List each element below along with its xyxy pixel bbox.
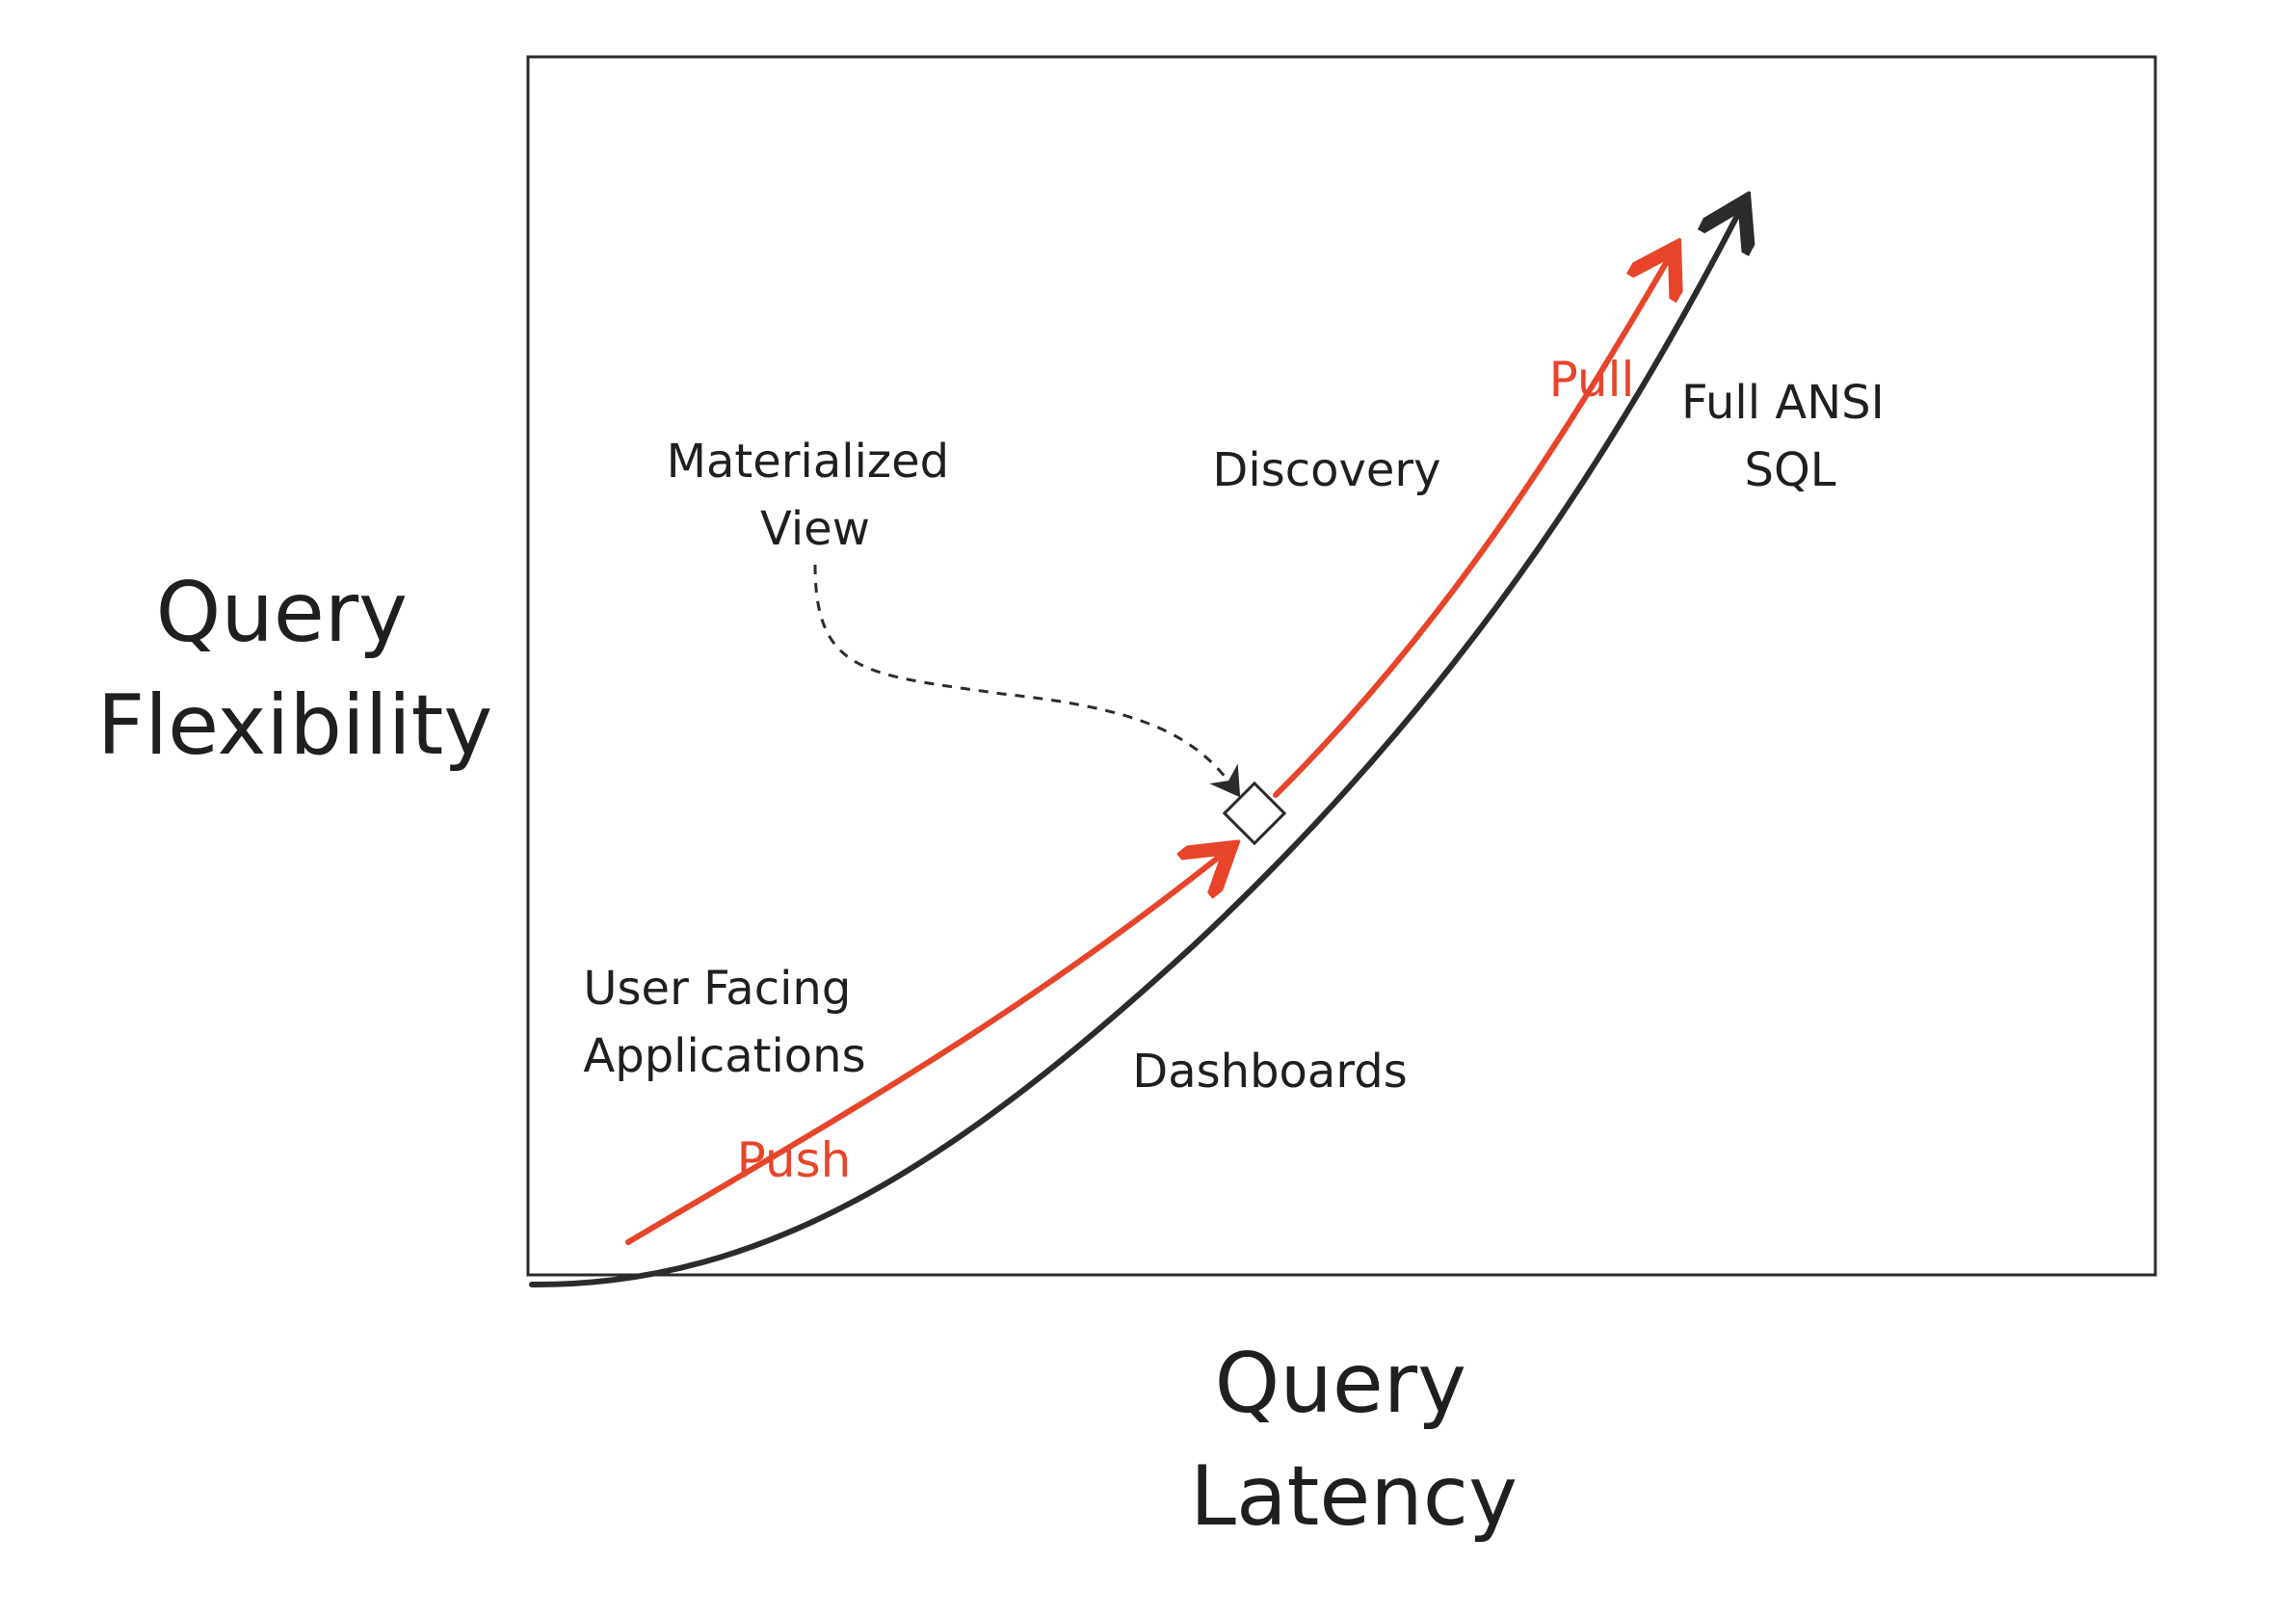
full-ansi-sql-label-line-2: SQL (1745, 443, 1836, 497)
full-ansi-sql-label-line-1: Full ANSI (1681, 376, 1885, 430)
user-facing-label-line-1: User Facing (583, 962, 851, 1016)
dashboards-label: Dashboards (1132, 1045, 1407, 1099)
y-axis-title-line-1: Query (156, 565, 408, 661)
x-axis-title-line-1: Query (1215, 1336, 1466, 1432)
materialized-view-label-line-2: View (760, 502, 870, 556)
user-facing-label-line-2: Applications (583, 1029, 865, 1083)
materialized-view-diamond (1222, 781, 1287, 846)
y-axis-title: Query Flexibility (97, 565, 492, 774)
discovery-label: Discovery (1212, 443, 1440, 497)
pull-arrow (1273, 258, 1669, 798)
materialized-view-label: Materialized View (667, 435, 964, 556)
plot-frame (526, 55, 2157, 1277)
materialized-view-label-line-1: Materialized (667, 435, 950, 489)
y-axis-title-line-2: Flexibility (97, 677, 492, 774)
query-curve (529, 212, 1739, 1288)
full-ansi-sql-label: Full ANSI SQL (1681, 376, 1899, 497)
push-arrow (625, 855, 1222, 1245)
pull-label: Pull (1549, 352, 1635, 408)
user-facing-label: User Facing Applications (583, 962, 865, 1083)
x-axis-title: Query Latency (1190, 1336, 1517, 1545)
x-axis-title-line-2: Latency (1190, 1448, 1517, 1545)
materialized-view-pointer (813, 564, 1241, 798)
push-label: Push (737, 1132, 852, 1188)
